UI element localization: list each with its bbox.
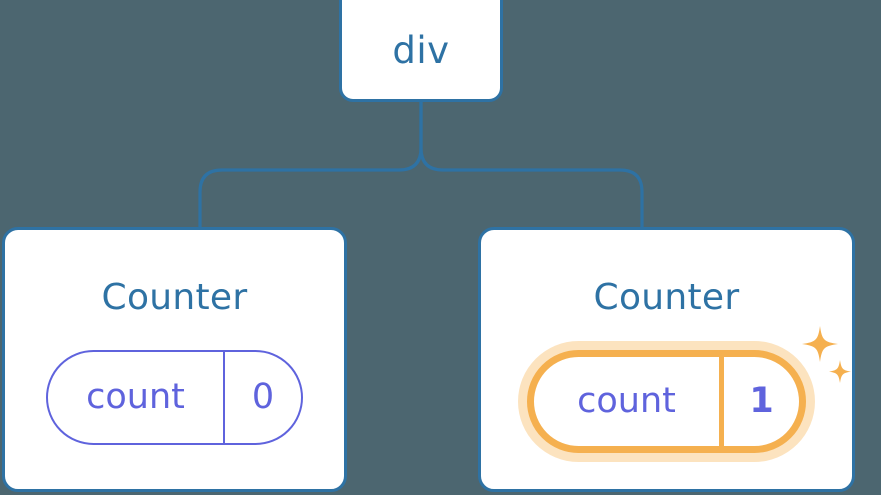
connector-left-branch <box>198 99 423 231</box>
state-value-right: 1 <box>719 357 799 446</box>
state-key-left: count <box>86 377 185 417</box>
state-pill-left[interactable]: count 0 <box>46 350 303 445</box>
state-pill-wrap-left: count 0 <box>46 350 303 445</box>
node-div[interactable]: div <box>339 0 503 102</box>
sparkle-small-icon <box>829 360 851 383</box>
counter-title-left: Counter <box>101 277 248 318</box>
connector-right-branch <box>419 99 644 231</box>
state-pill-wrap-right: count 1 <box>527 326 851 453</box>
state-value-left: 0 <box>223 352 301 443</box>
counter-title-right: Counter <box>593 277 740 318</box>
node-counter-left[interactable]: Counter count 0 <box>2 227 347 492</box>
node-counter-right[interactable]: Counter count 1 <box>478 227 855 492</box>
sparkle-icon <box>802 326 851 383</box>
sparkle-large-icon <box>802 326 838 362</box>
node-div-label: div <box>392 28 450 72</box>
state-pill-right[interactable]: count 1 <box>527 350 806 453</box>
state-key-right: count <box>577 381 676 421</box>
